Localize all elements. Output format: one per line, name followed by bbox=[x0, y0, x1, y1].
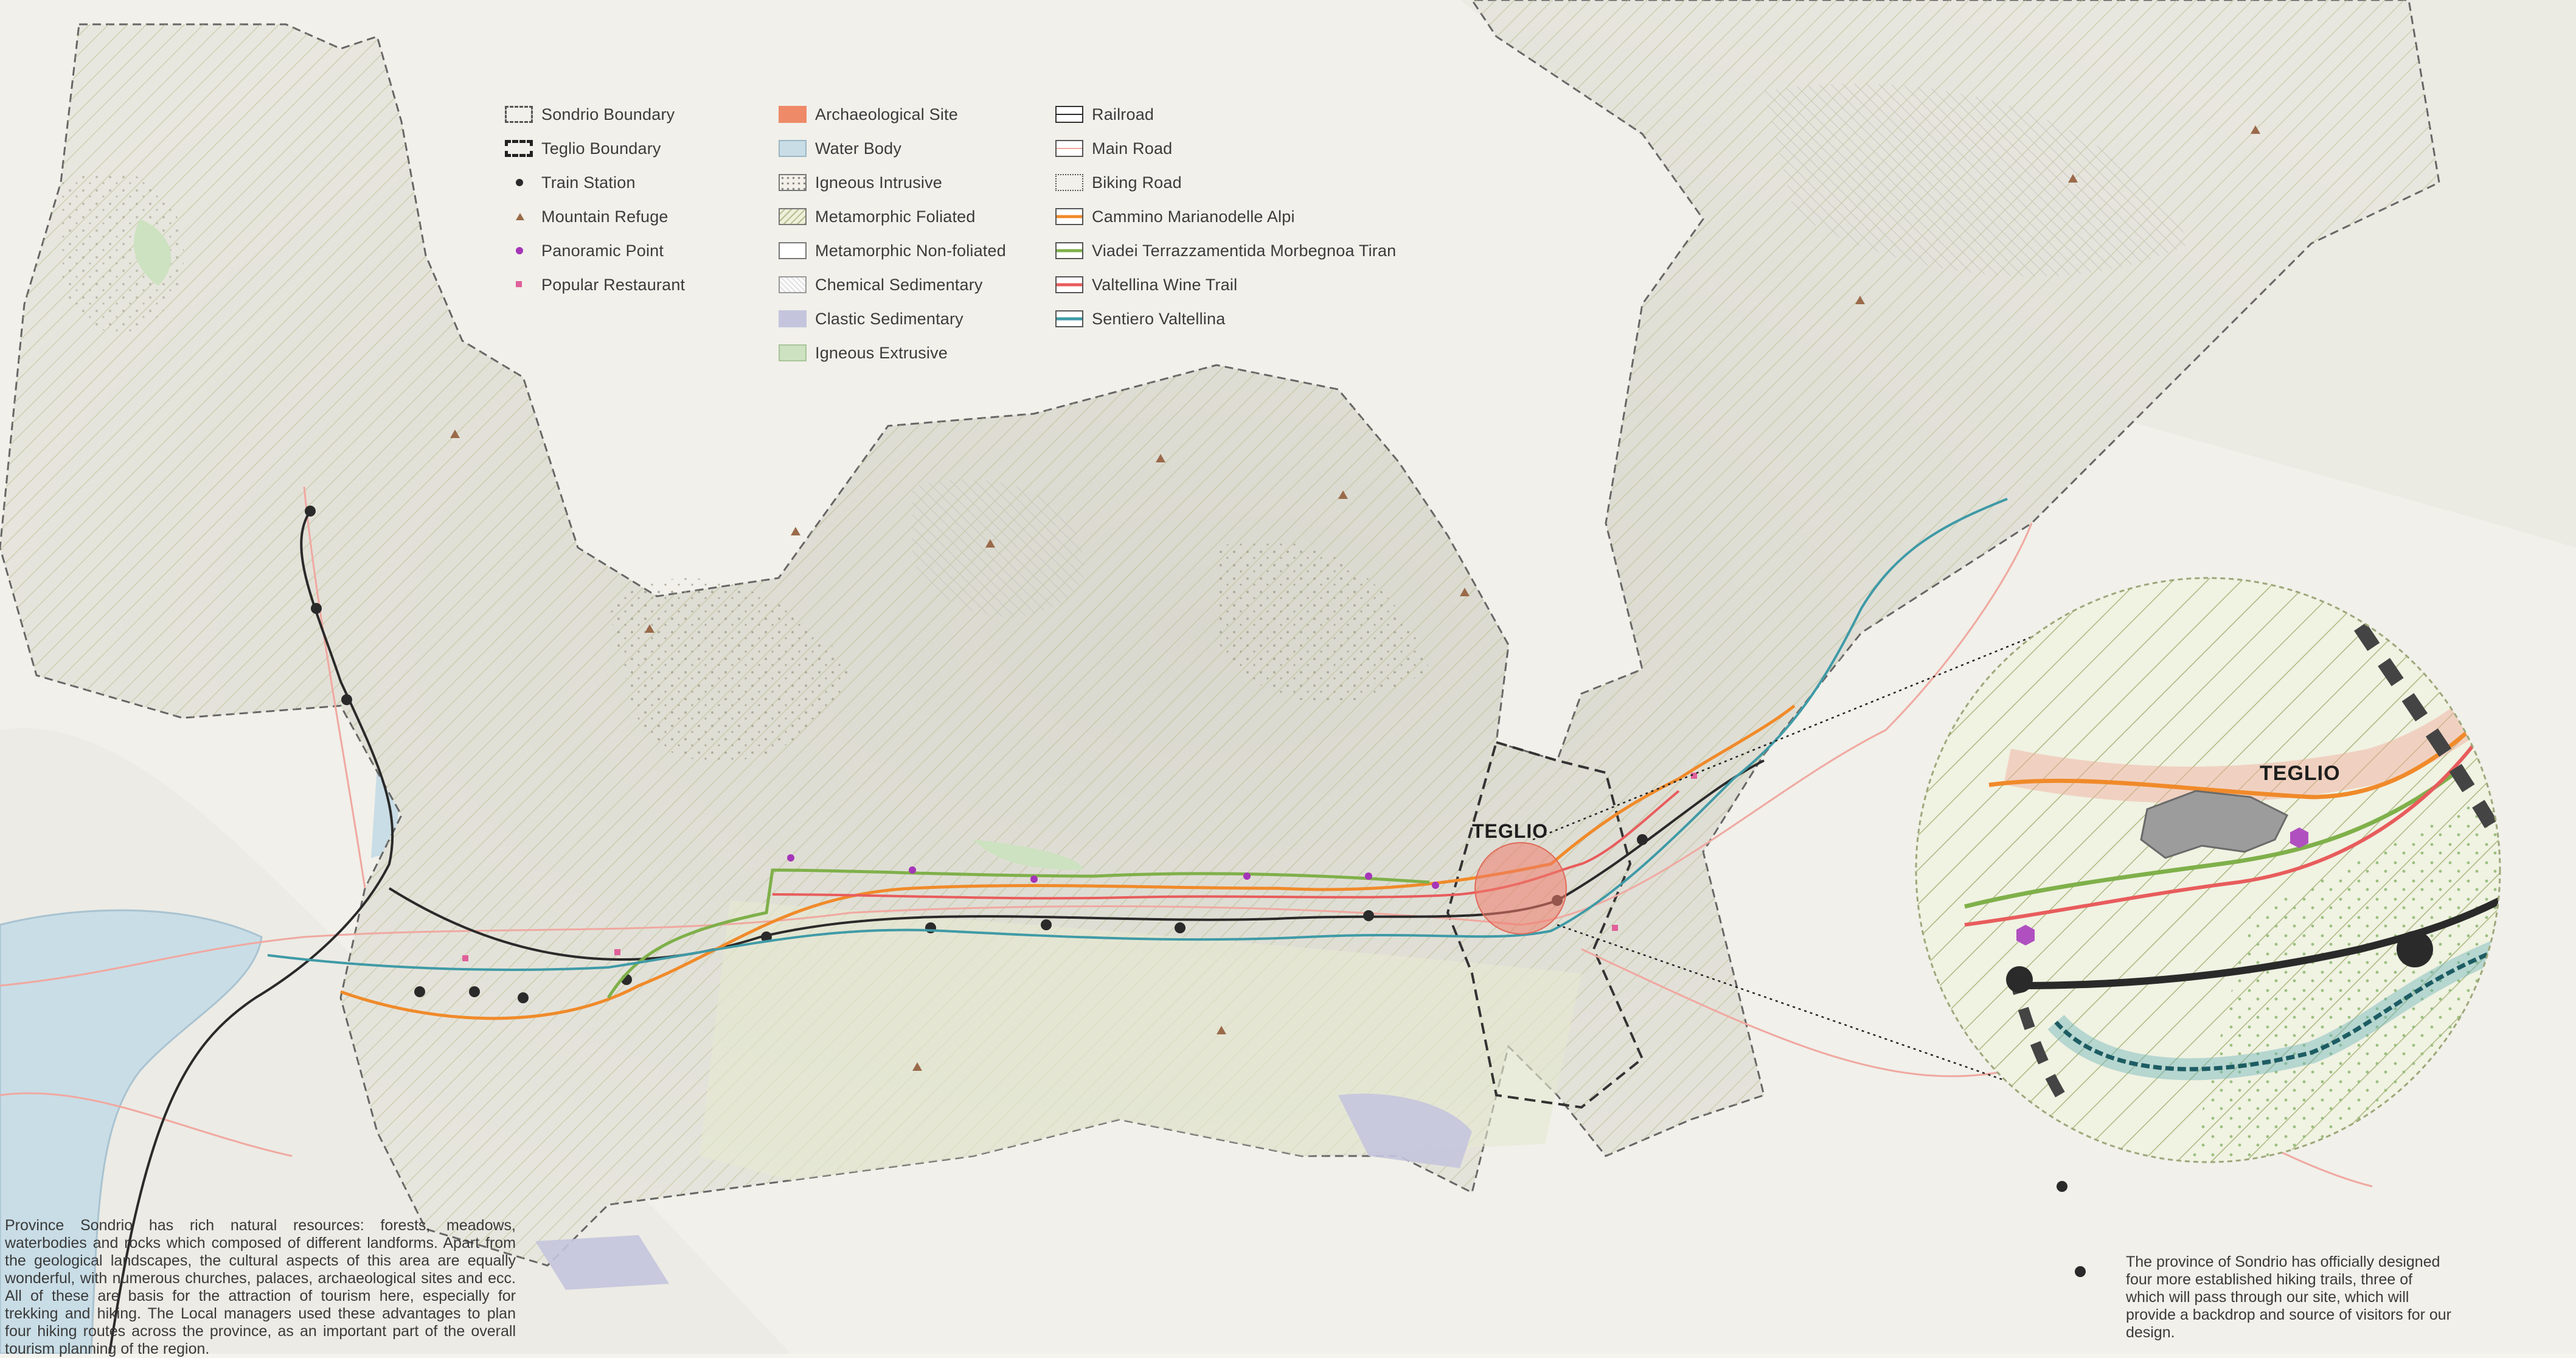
legend-item-train-station: Train Station bbox=[505, 165, 685, 200]
purple-dot-icon bbox=[505, 242, 533, 259]
legend-item-sentiero-valtellina: Sentiero Valtellina bbox=[1055, 302, 1396, 336]
legend-item-chemical-sedimentary: Chemical Sedimentary bbox=[779, 268, 1006, 302]
teglio-map-label: TEGLIO bbox=[1472, 820, 1549, 842]
plain-swatch-icon bbox=[779, 242, 807, 259]
lake-como bbox=[0, 909, 263, 1354]
sentiero-swatch-icon bbox=[1055, 310, 1083, 327]
teglio-inset bbox=[1916, 578, 2500, 1162]
extrusive-swatch-icon bbox=[779, 344, 807, 361]
black-dot-icon bbox=[505, 174, 533, 191]
legend-item-wine-trail: Valtellina Wine Trail bbox=[1055, 268, 1396, 302]
biking-road-swatch-icon bbox=[1055, 174, 1083, 191]
legend-item-railroad: Railroad bbox=[1055, 97, 1396, 131]
pink-square-icon bbox=[505, 276, 533, 293]
dashed-box-icon bbox=[505, 106, 533, 123]
wine-trail bbox=[772, 790, 1680, 900]
legend-areas: Archaeological Site Water Body Igneous I… bbox=[779, 97, 1006, 370]
legend-item-sondrio-boundary: Sondrio Boundary bbox=[505, 97, 685, 131]
legend-item-popular-restaurant: Popular Restaurant bbox=[505, 268, 685, 302]
viadei-swatch-icon bbox=[1055, 242, 1083, 259]
legend-item-water-body: Water Body bbox=[779, 131, 1006, 165]
legend-item-viadei-terrazzamenti: Viadei Terrazzamentida Morbegnoa Tiran bbox=[1055, 234, 1396, 268]
legend-item-igneous-extrusive: Igneous Extrusive bbox=[779, 336, 1006, 370]
legend-item-cammino-mariano: Cammino Marianodelle Alpi bbox=[1055, 200, 1396, 234]
archaeological-site-teglio bbox=[1474, 842, 1567, 935]
restaurants bbox=[462, 773, 1697, 961]
teglio-inset-label: TEGLIO bbox=[2260, 762, 2341, 785]
archaeological-swatch-icon bbox=[779, 106, 807, 123]
legend-item-biking-road: Biking Road bbox=[1055, 165, 1396, 200]
legend-item-teglio-boundary: Teglio Boundary bbox=[505, 131, 685, 165]
railroad-swatch-icon bbox=[1055, 106, 1083, 123]
panoramic-points bbox=[787, 854, 1439, 889]
main-road-swatch-icon bbox=[1055, 140, 1083, 157]
legend-item-archaeological-site: Archaeological Site bbox=[779, 97, 1006, 131]
thick-dashed-box-icon bbox=[505, 140, 533, 157]
legend-item-metamorphic-nonfoliated: Metamorphic Non-foliated bbox=[779, 234, 1006, 268]
legend-item-mountain-refuge: Mountain Refuge bbox=[505, 200, 685, 234]
hatched-swatch-icon bbox=[779, 208, 807, 225]
legend-item-panoramic-point: Panoramic Point bbox=[505, 234, 685, 268]
sentiero-valtellina-trail bbox=[267, 498, 2008, 971]
wine-trail-swatch-icon bbox=[1055, 276, 1083, 293]
fine-hatch-swatch-icon bbox=[779, 276, 807, 293]
legend-item-clastic-sedimentary: Clastic Sedimentary bbox=[779, 302, 1006, 336]
hiking-trails-description-text: The province of Sondrio has officially d… bbox=[2126, 1253, 2451, 1341]
cammino-mariano-trail bbox=[340, 705, 1796, 1020]
legend-item-igneous-intrusive: Igneous Intrusive bbox=[779, 165, 1006, 200]
cammino-swatch-icon bbox=[1055, 208, 1083, 225]
dotted-swatch-icon bbox=[779, 174, 807, 191]
viadei-terrazzamenti-trail bbox=[606, 868, 1430, 999]
legend-points: Sondrio Boundary Teglio Boundary Train S… bbox=[505, 97, 685, 302]
clastic-swatch-icon bbox=[779, 310, 807, 327]
teglio-boundary bbox=[1446, 740, 1644, 1109]
water-swatch-icon bbox=[779, 140, 807, 157]
legend-item-metamorphic-foliated: Metamorphic Foliated bbox=[779, 200, 1006, 234]
province-description-text: Province Sondrio has rich natural resour… bbox=[5, 1217, 516, 1357]
mountain-refuges bbox=[450, 125, 2260, 1071]
legend-lines: Railroad Main Road Biking Road Cammino M… bbox=[1055, 97, 1396, 336]
legend-item-main-road: Main Road bbox=[1055, 131, 1396, 165]
triangle-icon bbox=[505, 208, 533, 225]
